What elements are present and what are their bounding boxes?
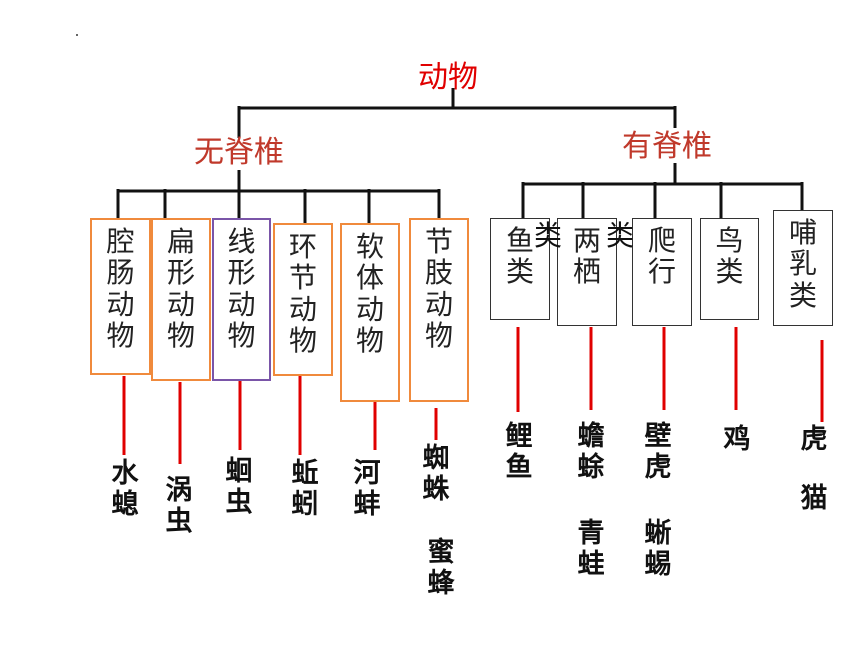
- invertebrate-label: 无脊椎: [194, 135, 284, 170]
- example-label: 壁虎: [644, 421, 672, 484]
- example-label: 猫: [800, 483, 828, 514]
- example-label: 鸡: [723, 424, 751, 455]
- category-label: 节肢动物: [424, 225, 453, 353]
- category-label: 哺乳类: [788, 216, 817, 312]
- category-box-amphibian: 两栖: [557, 218, 617, 326]
- example-label: 水螅: [111, 458, 139, 521]
- category-label: 鱼类: [505, 224, 534, 289]
- example-label: 鲤鱼: [505, 421, 533, 484]
- category-label: 爬行: [647, 224, 676, 289]
- example-label: 蟾蜍: [577, 421, 605, 484]
- example-label: 蚯蚓: [291, 458, 319, 521]
- example-label: 蜘蛛: [422, 443, 450, 506]
- category-box-coelenterata: 腔肠动物: [90, 218, 151, 375]
- category-label: 线形动物: [227, 225, 256, 353]
- example-label: 蜥蜴: [644, 518, 672, 581]
- category-label: 环节动物: [288, 230, 317, 358]
- category-box-mammal: 哺乳类: [773, 210, 833, 326]
- category-label: 软体动物: [355, 230, 384, 358]
- overlay-glyph: 类: [534, 219, 563, 252]
- category-label: 腔肠动物: [106, 225, 135, 353]
- category-box-fish: 鱼类: [490, 218, 550, 320]
- example-label: 涡虫: [165, 475, 193, 538]
- overlay-glyph: 类: [606, 219, 635, 252]
- example-label: 虎: [800, 424, 828, 455]
- stray-dot: [76, 34, 78, 36]
- root-label: 动物: [418, 60, 478, 95]
- vertebrate-label: 有脊椎: [622, 129, 712, 164]
- category-label: 两栖: [572, 224, 601, 289]
- category-box-arthropoda: 节肢动物: [409, 218, 469, 402]
- category-label: 鸟类: [715, 224, 744, 289]
- category-box-platyhelminthes: 扁形动物: [151, 218, 211, 381]
- category-box-nematoda: 线形动物: [212, 218, 271, 381]
- category-box-reptile: 爬行: [632, 218, 692, 326]
- category-box-mollusca: 软体动物: [340, 223, 400, 402]
- category-box-annelida: 环节动物: [273, 223, 333, 376]
- example-label: 河蚌: [353, 458, 381, 521]
- category-box-bird: 鸟类: [700, 218, 759, 320]
- example-label: 蛔虫: [225, 456, 253, 519]
- category-label: 扁形动物: [166, 225, 195, 353]
- example-label: 蜜蜂: [427, 537, 455, 600]
- example-label: 青蛙: [577, 518, 605, 581]
